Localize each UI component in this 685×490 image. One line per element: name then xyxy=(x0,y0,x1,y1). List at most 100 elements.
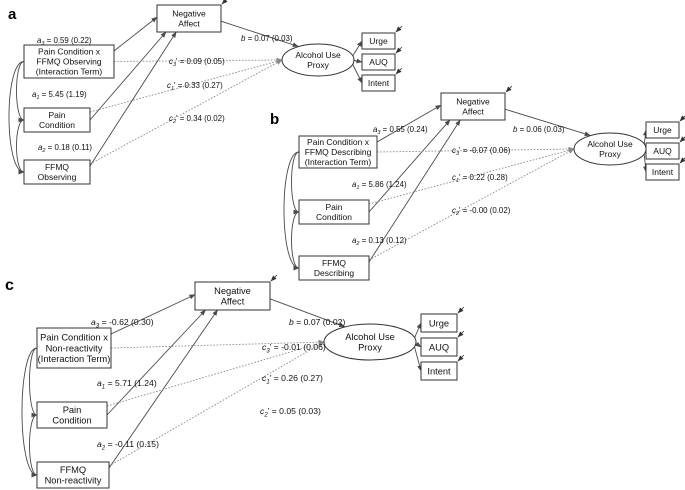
covariance-arc xyxy=(16,117,30,175)
panel-letter: a xyxy=(8,6,17,23)
moderator-box-line: (Interaction Term) xyxy=(36,67,103,77)
indicator-label: AUQ xyxy=(429,342,449,352)
ffmq-facet-box-line: Describing xyxy=(314,268,354,278)
indicator-path-line xyxy=(413,322,422,340)
moderator-box-line: Pain Condition x xyxy=(307,137,370,147)
path-coefficient: c1' = 0.22 (0.28) xyxy=(452,173,508,184)
path-coefficient: a3 = -0.62 (0.30) xyxy=(91,317,154,329)
path-coefficient: c3' = -0.01 (0.06) xyxy=(262,342,326,354)
path-coefficient: c3' = 0.09 (0.05) xyxy=(169,57,225,68)
path-coefficient: c1' = 0.26 (0.27) xyxy=(262,373,323,385)
covariance-arc xyxy=(8,59,30,175)
negative-affect-box-line: Affect xyxy=(462,106,484,116)
indicator-label: Intent xyxy=(427,366,451,376)
moderator-box-line: (Interaction Term) xyxy=(38,354,111,364)
alcohol-use-proxy-ellipse xyxy=(281,43,355,77)
path-coefficient: c1' = 0.33 (0.27) xyxy=(167,81,223,92)
covariance-arc xyxy=(29,412,43,478)
indicator-path-line xyxy=(413,344,422,372)
b-path-line xyxy=(220,20,299,47)
path-coefficient: a3 = 0.55 (0.24) xyxy=(373,125,428,136)
b-path-line xyxy=(269,298,346,328)
c-prime-path-line xyxy=(110,339,325,349)
a-path-line xyxy=(110,294,196,335)
alcohol-use-proxy-ellipse xyxy=(323,323,417,361)
ffmq-facet-box-line: FFMQ xyxy=(60,465,86,475)
indicator-label: Urge xyxy=(429,318,449,328)
ffmq-facet-box-line: FFMQ xyxy=(45,162,69,172)
c-prime-path-line xyxy=(89,59,283,113)
a-path-line xyxy=(89,31,167,121)
negative-affect-box-line: Negative xyxy=(214,286,251,296)
pain-condition-box-line: Condition xyxy=(316,212,352,222)
pain-condition-box-line: Pain xyxy=(325,202,342,212)
panel-letter: b xyxy=(270,111,279,128)
indicator-label: Intent xyxy=(652,167,674,177)
ffmq-facet-box-line: FFMQ xyxy=(322,258,346,268)
moderator-box-line: FFMQ Describing xyxy=(305,147,372,157)
covariance-arc xyxy=(291,149,305,215)
c-prime-path-line xyxy=(368,148,575,261)
c-prime-path-line xyxy=(106,341,325,407)
path-coefficient: a3 = 0.59 (0.22) xyxy=(37,36,92,47)
covariance-arc xyxy=(291,209,305,271)
covariance-arc xyxy=(21,345,43,478)
ffmq-facet-box-line: Non-reactivity xyxy=(45,476,102,486)
a-path-line xyxy=(106,309,206,416)
alcohol-use-proxy-line: Alcohol Use xyxy=(587,139,633,149)
a-path-line xyxy=(89,31,177,167)
negative-affect-box-line: Negative xyxy=(456,96,490,106)
pain-condition-box-line: Condition xyxy=(39,120,75,130)
covariance-arc xyxy=(29,345,43,418)
b-path-line xyxy=(504,108,591,137)
c-prime-path-line xyxy=(368,148,575,205)
covariance-arc xyxy=(16,59,30,123)
alcohol-use-proxy-line: Alcohol Use xyxy=(345,332,395,342)
a-path-line xyxy=(368,119,451,213)
indicator-label: Intent xyxy=(368,78,390,88)
c-prime-path-line xyxy=(376,146,575,153)
path-coefficient: a1 = 5.45 (1.19) xyxy=(32,90,87,101)
moderator-box-line: Pain Condition x xyxy=(40,332,108,342)
moderator-box-line: FFMQ Observing xyxy=(36,56,101,66)
path-coefficient: a2 = 0.13 (0.12) xyxy=(352,236,407,247)
c-prime-path-line xyxy=(113,57,283,63)
indicator-label: AUQ xyxy=(653,146,672,156)
path-coefficient: c2' = 0.34 (0.02) xyxy=(169,114,225,125)
indicator-label: AUQ xyxy=(369,57,388,67)
path-coefficient: c3' = -0.07 (0.06) xyxy=(452,146,511,157)
moderator-box-line: Pain Condition x xyxy=(38,46,101,56)
covariance-arc xyxy=(283,149,305,271)
c-prime-path-line xyxy=(89,59,283,165)
path-coefficient: a2 = -0.11 (0.15) xyxy=(97,439,159,451)
panel-letter: c xyxy=(5,277,14,294)
negative-affect-box-line: Negative xyxy=(172,8,206,18)
path-coefficient: c2' = -0.00 (0.02) xyxy=(452,206,511,217)
indicator-label: Urge xyxy=(653,125,672,135)
path-coefficient: a1 = 5.71 (1.24) xyxy=(97,378,157,390)
moderator-box-line: Non-reactivity xyxy=(46,343,103,353)
alcohol-use-proxy-line: Alcohol Use xyxy=(295,50,341,60)
negative-affect-box-line: Affect xyxy=(221,297,245,307)
pain-condition-box-line: Condition xyxy=(52,416,91,426)
path-coefficient: a1 = 5.86 (1.24) xyxy=(352,180,407,191)
indicator-path-line xyxy=(351,40,363,58)
path-coefficient: a2 = 0.18 (0.11) xyxy=(38,143,92,154)
pain-condition-box-line: Pain xyxy=(63,405,82,415)
indicator-label: Urge xyxy=(369,36,388,46)
moderator-box-line: (Interaction Term) xyxy=(305,157,372,167)
indicator-path-line xyxy=(351,62,363,84)
alcohol-use-proxy-line: Proxy xyxy=(599,149,621,159)
path-coefficient: b = 0.07 (0.03) xyxy=(241,34,293,43)
alcohol-use-proxy-line: Proxy xyxy=(358,343,382,353)
negative-affect-box-line: Affect xyxy=(178,18,200,28)
pain-condition-box-line: Pain xyxy=(48,110,65,120)
path-coefficient: b = 0.06 (0.03) xyxy=(513,125,565,134)
a-path-line xyxy=(368,119,461,263)
a-path-line xyxy=(113,16,158,52)
ffmq-facet-box-line: Observing xyxy=(38,172,77,182)
